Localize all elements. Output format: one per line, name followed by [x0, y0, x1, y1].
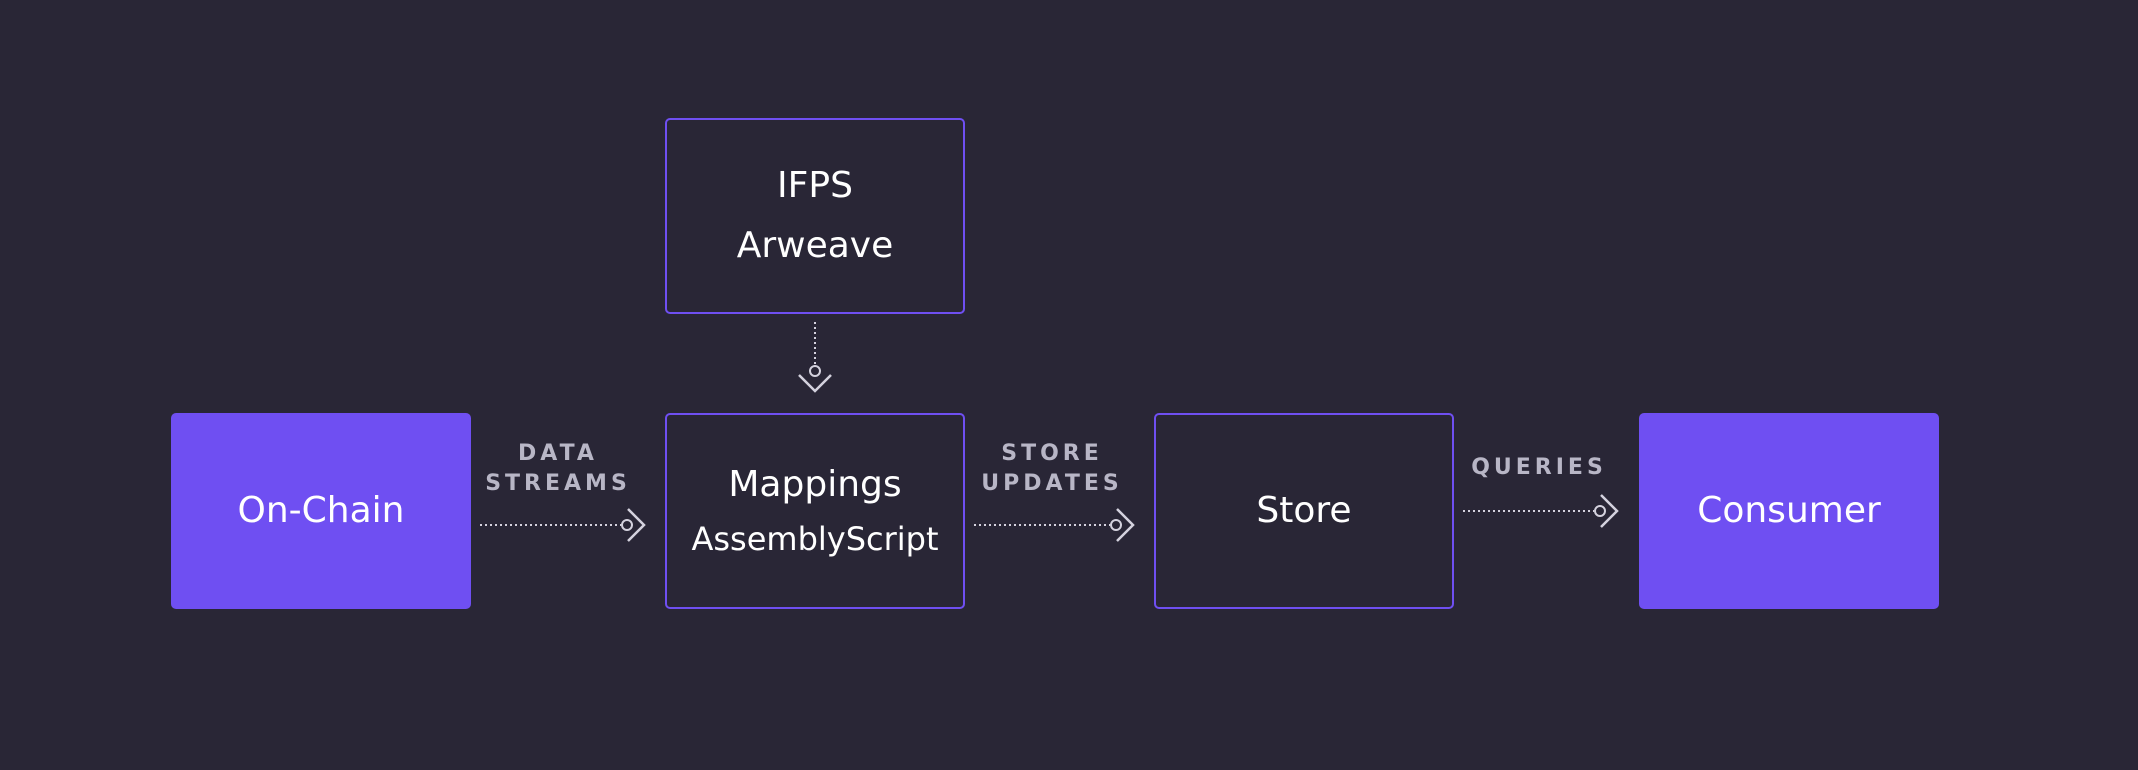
connector-mappings-to-store [974, 508, 1135, 542]
node-on-chain: On-Chain [171, 413, 471, 609]
edge-label-store-updates-line1: STORE [1001, 441, 1103, 466]
node-storage-line1: IFPS [777, 165, 853, 206]
node-store-label: Store [1256, 489, 1352, 531]
node-consumer: Consumer [1639, 413, 1939, 609]
node-on-chain-label: On-Chain [237, 489, 405, 531]
edge-label-store-updates-line2: UPDATES [981, 471, 1123, 496]
node-storage: IFPS Arweave [665, 118, 965, 314]
edge-label-data-streams-line1: DATA [518, 441, 598, 466]
connector-store-updates-arrowhead [1116, 508, 1135, 542]
connector-data-streams-arrowhead [627, 508, 646, 542]
connector-storage-node [809, 365, 821, 377]
connector-storage-to-mappings [798, 322, 832, 393]
node-mappings: Mappings AssemblyScript [665, 413, 965, 609]
edge-label-store-updates: STORE UPDATES [952, 439, 1152, 499]
connector-queries-node [1594, 505, 1606, 517]
edge-label-queries-line1: QUERIES [1471, 455, 1607, 480]
connector-on-chain-to-mappings [480, 508, 646, 542]
connector-store-to-consumer [1463, 494, 1619, 528]
node-consumer-label: Consumer [1697, 489, 1881, 531]
connector-store-updates-node [1110, 519, 1122, 531]
node-store: Store [1154, 413, 1454, 609]
edge-label-queries: QUERIES [1439, 453, 1639, 483]
edge-label-data-streams: DATA STREAMS [458, 439, 658, 499]
node-mappings-title: Mappings [728, 463, 902, 505]
edge-label-data-streams-line2: STREAMS [485, 471, 631, 496]
connector-storage-arrowhead [798, 374, 832, 393]
node-storage-line2: Arweave [736, 225, 894, 266]
connector-data-streams-node [621, 519, 633, 531]
connector-queries-arrowhead [1600, 494, 1619, 528]
node-mappings-subtitle: AssemblyScript [691, 519, 939, 558]
